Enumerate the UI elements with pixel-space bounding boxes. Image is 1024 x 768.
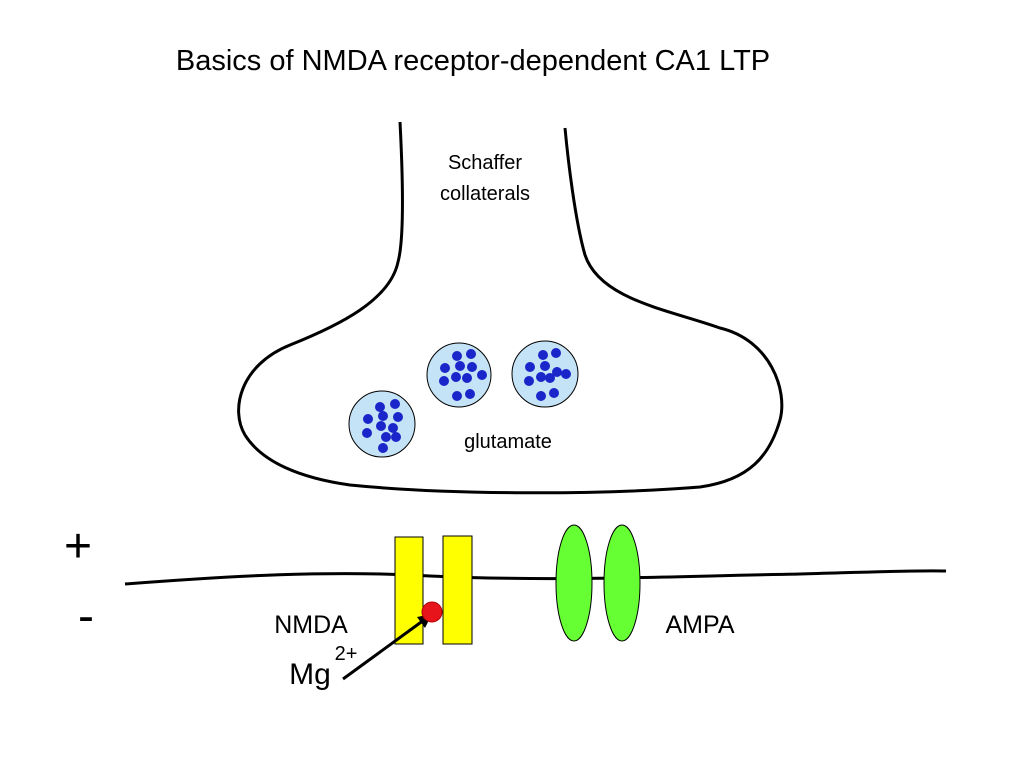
glutamate-molecule	[545, 373, 555, 383]
glutamate-molecule	[467, 362, 477, 372]
glutamate-molecule	[362, 428, 372, 438]
minus-sign: -	[78, 590, 94, 643]
glutamate-molecule	[452, 391, 462, 401]
glutamate-molecule	[466, 349, 476, 359]
glutamate-molecule	[376, 421, 386, 431]
glutamate-molecule	[439, 376, 449, 386]
glutamate-molecule	[390, 399, 400, 409]
glutamate-molecule	[540, 361, 550, 371]
ampa-label: AMPA	[666, 611, 735, 639]
glutamate-molecule	[393, 412, 403, 422]
glutamate-molecule	[452, 351, 462, 361]
nmda-label: NMDA	[274, 611, 348, 639]
mg-charge-label: 2+	[335, 643, 358, 665]
glutamate-molecule	[525, 362, 535, 372]
glutamate-molecule	[549, 388, 559, 398]
glutamate-molecule	[363, 414, 373, 424]
glutamate-molecule	[451, 372, 461, 382]
glutamate-molecule	[388, 423, 398, 433]
ampa-receptor-left-subunit	[555, 524, 593, 642]
glutamate-molecule	[561, 369, 571, 379]
glutamate-molecule	[552, 367, 562, 377]
glutamate-molecule	[455, 361, 465, 371]
postsynaptic-membrane	[124, 569, 947, 586]
mg-ion	[421, 601, 443, 623]
vesicle	[348, 390, 416, 458]
glutamate-molecule	[536, 372, 546, 382]
glutamate-label: glutamate	[464, 431, 552, 453]
glutamate-molecule	[551, 348, 561, 358]
glutamate-molecule	[378, 411, 388, 421]
glutamate-molecule	[440, 363, 450, 373]
nmda-receptor-left-subunit	[394, 536, 424, 645]
mg-label: Mg	[289, 658, 331, 691]
glutamate-molecule	[524, 376, 534, 386]
glutamate-molecule	[536, 391, 546, 401]
plus-sign: +	[64, 520, 92, 573]
glutamate-molecule	[462, 373, 472, 383]
ampa-receptor-right-subunit	[603, 524, 641, 642]
mg-arrow-shaft	[342, 618, 425, 681]
glutamate-molecule	[381, 432, 391, 442]
glutamate-molecule	[477, 370, 487, 380]
schaffer-label-line1: Schaffer	[448, 152, 522, 174]
glutamate-molecule	[378, 443, 388, 453]
nmda-receptor-right-subunit	[442, 535, 473, 645]
glutamate-molecule	[465, 389, 475, 399]
vesicle	[426, 342, 492, 408]
glutamate-molecule	[391, 432, 401, 442]
schaffer-label-line2: collaterals	[440, 183, 530, 205]
glutamate-molecule	[375, 402, 385, 412]
diagram-title: Basics of NMDA receptor-dependent CA1 LT…	[176, 45, 770, 77]
vesicle	[511, 340, 579, 408]
presynaptic-terminal	[237, 121, 784, 495]
glutamate-molecule	[538, 350, 548, 360]
